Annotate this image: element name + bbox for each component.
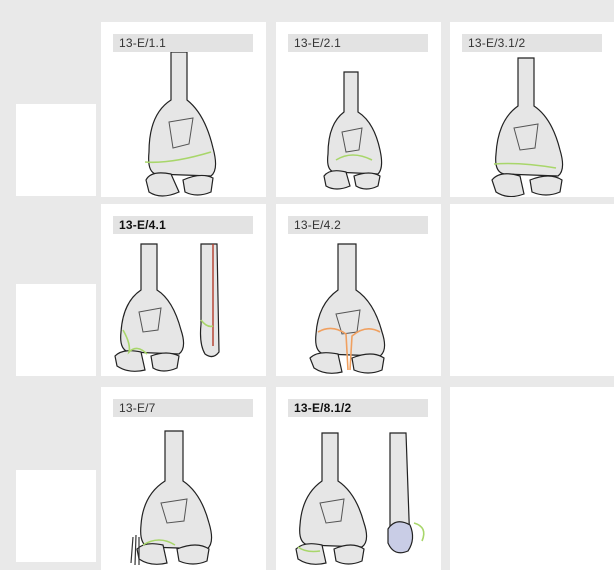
classification-label: 13-E/3.1/2 [462,34,602,52]
distal-humerus-illustration [276,52,441,197]
row-1-side-block [16,104,96,196]
cell-13-e-7: 13-E/7 [101,387,266,570]
distal-humerus-illustration [276,234,441,376]
cell-empty-r2c3 [450,204,614,376]
distal-humerus-illustration [276,417,441,570]
row-3-side-block [16,470,96,562]
distal-humerus-illustration [101,234,266,376]
cell-13-e-8-1-2: 13-E/8.1/2 [276,387,441,570]
distal-humerus-illustration [101,52,266,197]
cell-13-e-3-1-2: 13-E/3.1/2 [450,22,614,197]
classification-label: 13-E/1.1 [113,34,253,52]
cell-13-e-4-1: 13-E/4.1 [101,204,266,376]
classification-label: 13-E/2.1 [288,34,428,52]
cell-13-e-2-1: 13-E/2.1 [276,22,441,197]
distal-humerus-illustration [450,52,614,197]
cell-13-e-4-2: 13-E/4.2 [276,204,441,376]
distal-humerus-illustration [101,417,266,570]
classification-label: 13-E/7 [113,399,253,417]
classification-label: 13-E/8.1/2 [288,399,428,417]
cell-13-e-1-1: 13-E/1.1 [101,22,266,197]
row-2-side-block [16,284,96,376]
classification-label: 13-E/4.2 [288,216,428,234]
classification-label: 13-E/4.1 [113,216,253,234]
cell-empty-r3c3 [450,387,614,570]
